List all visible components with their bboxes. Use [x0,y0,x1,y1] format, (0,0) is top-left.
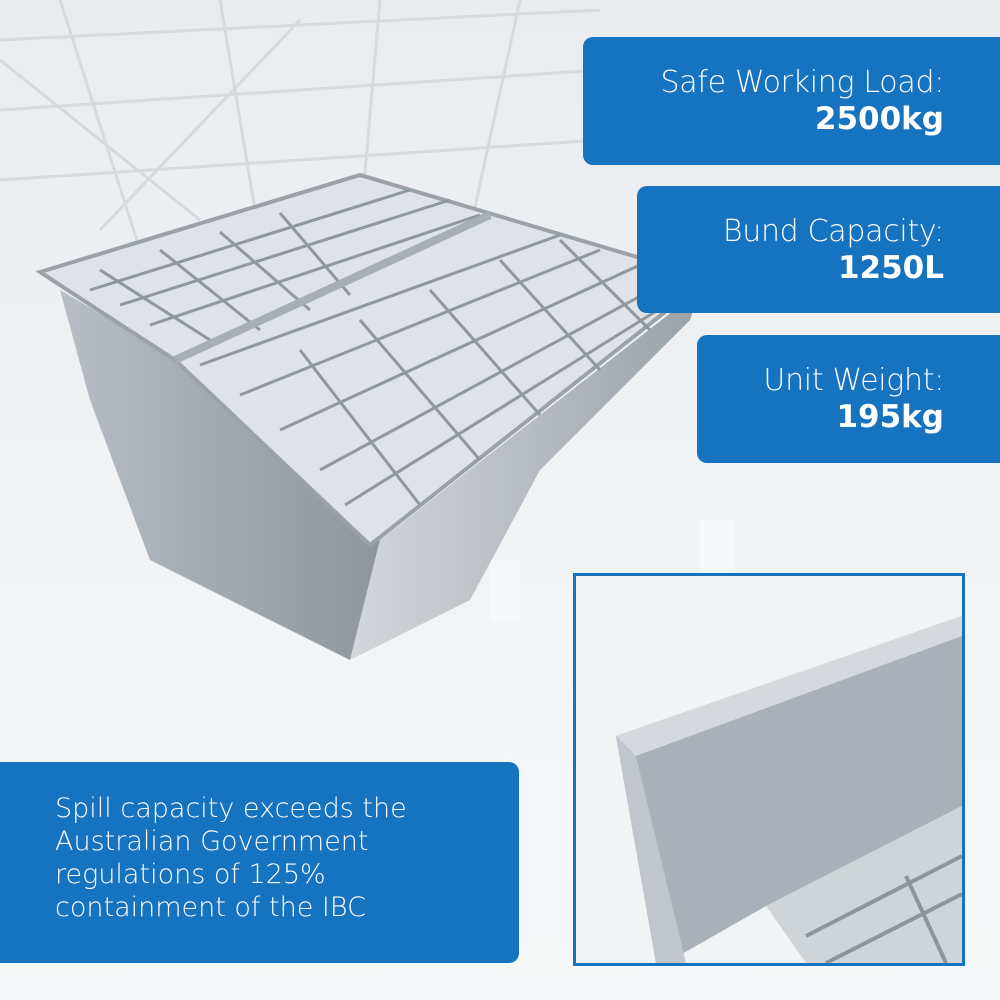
detail-photo-inset [573,573,965,966]
spec-label: Bund Capacity: [722,213,944,249]
spec-bund-capacity: Bund Capacity: 1250L [637,186,1000,313]
spill-capacity-note: Spill capacity exceeds the Australian Go… [0,762,519,963]
spec-label: Safe Working Load: [660,65,944,100]
spec-value: 195kg [836,399,944,435]
spec-safe-working-load: Safe Working Load: 2500kg [583,37,1000,165]
spec-value: 2500kg [814,101,944,137]
spec-label: Unit Weight: [763,363,944,398]
spec-value: 1250L [837,249,944,286]
bund-interior-closeup [576,576,962,963]
spec-unit-weight: Unit Weight: 195kg [697,335,1000,463]
